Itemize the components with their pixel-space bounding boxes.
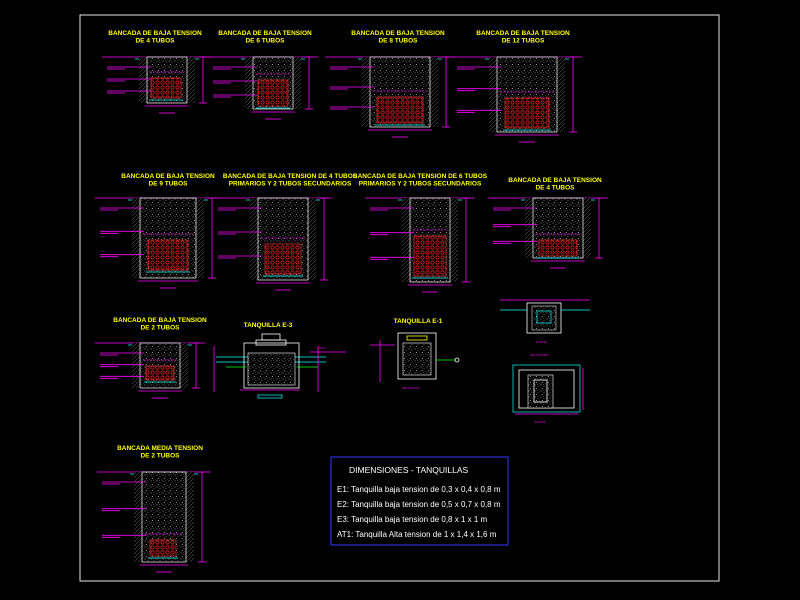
detail-title-bb4a-line-0: BANCADA DE BAJA TENSION — [108, 30, 202, 37]
detail-title-bb4p2-line-1: PRIMARIOS Y 2 TUBOS SECUNDARIOS — [229, 181, 352, 188]
conduit-bank — [376, 96, 424, 124]
detail-title-bb2-line-1: DE 2 TUBOS — [140, 325, 180, 332]
detail-title-bm2-line-1: DE 2 TUBOS — [140, 453, 180, 460]
conduit-bank — [145, 365, 175, 381]
detail-title-bb6p2-line-0: BANCADA DE BAJA TENSION DE 6 TUBOS — [353, 173, 488, 180]
detail-title-bb4b-line-0: BANCADA DE BAJA TENSION — [508, 177, 602, 184]
dimensions-row-at1: AT1: Tanquilla Alta tension de 1 x 1,4 x… — [337, 530, 497, 539]
detail-title-bb4b-line-1: DE 4 TUBOS — [535, 185, 575, 192]
detail-title-bb6-line-0: BANCADA DE BAJA TENSION — [218, 30, 312, 37]
conduit-bank — [413, 235, 447, 277]
dimensions-row-e2: E2: Tanquilla baja tension de 0,5 x 0,7 … — [337, 500, 501, 509]
dimensions-row-e1: E1: Tanquilla baja tension de 0,3 x 0,4 … — [337, 485, 501, 494]
label-planta-top: PLANTA — [536, 340, 547, 344]
conduit-bank — [150, 77, 182, 99]
concrete-fill — [139, 342, 181, 389]
detail-title-bb4p2-line-0: BANCADA DE BAJA TENSION DE 4 TUBOS — [223, 173, 358, 180]
detail-title-bb8-line-1: DE 8 TUBOS — [378, 38, 418, 45]
conduit-bank — [257, 79, 289, 107]
detail-title-te1: TANQUILLA E-1 — [394, 318, 443, 325]
detail-title-bb12-line-1: DE 12 TUBOS — [502, 38, 545, 45]
detail-title-bb8-line-0: BANCADA DE BAJA TENSION — [351, 30, 445, 37]
conduit-bank — [149, 539, 177, 557]
detail-title-te3: TANQUILLA E-3 — [244, 322, 293, 329]
detail-title-bb6p2-line-1: PRIMARIOS Y 2 TUBOS SECUNDARIOS — [359, 181, 482, 188]
detail-title-bb2-line-0: BANCADA DE BAJA TENSION — [113, 317, 207, 324]
svg-text:COTA: COTA — [318, 346, 326, 350]
label-seccion-aa: SECCION A-A' — [402, 386, 421, 390]
detail-title-bb12-line-0: BANCADA DE BAJA TENSION — [476, 30, 570, 37]
dimensions-table-title: DIMENSIONES - TANQUILLAS — [349, 465, 469, 475]
tanquilla-e3-drawing: TANQUILLA E-3 COTA — [213, 322, 346, 399]
conduit-bank — [504, 97, 550, 129]
label-planta-bottom: PLANTA — [535, 420, 546, 424]
conduit-bank — [538, 239, 578, 257]
trench-bb4p2: BANCADA DE BAJA TENSION DE 4 TUBOSPRIMAR… — [213, 173, 358, 291]
dimensions-table: DIMENSIONES - TANQUILLAS E1: Tanquilla b… — [330, 456, 509, 546]
conduit-bank — [147, 239, 189, 271]
detail-title-bb6-line-1: DE 6 TUBOS — [245, 38, 285, 45]
label-seccion-bb: SECCION B-B' — [530, 353, 549, 357]
dimensions-table-frame — [330, 456, 509, 546]
sheet-border — [79, 14, 720, 582]
detail-title-bm2-line-0: BANCADA MEDIA TENSION — [117, 445, 203, 452]
detail-title-bb9-line-1: DE 9 TUBOS — [148, 181, 188, 188]
seccion-bb-drawing: PLANTA SECCION B-B' — [500, 299, 590, 357]
planta-drawing: PLANTA — [512, 364, 584, 424]
trench-bb6p2: BANCADA DE BAJA TENSION DE 6 TUBOSPRIMAR… — [353, 173, 488, 293]
dimensions-row-e3: E3: Tanquilla baja tension de 0,8 x 1 x … — [337, 515, 488, 524]
detail-title-bb9-line-0: BANCADA DE BAJA TENSION — [121, 173, 215, 180]
detail-title-bb4a-line-1: DE 4 TUBOS — [135, 38, 175, 45]
conduit-bank — [264, 243, 302, 275]
tanquilla-e1-drawing: TANQUILLA E-1 SECCION A-A' — [370, 318, 460, 390]
